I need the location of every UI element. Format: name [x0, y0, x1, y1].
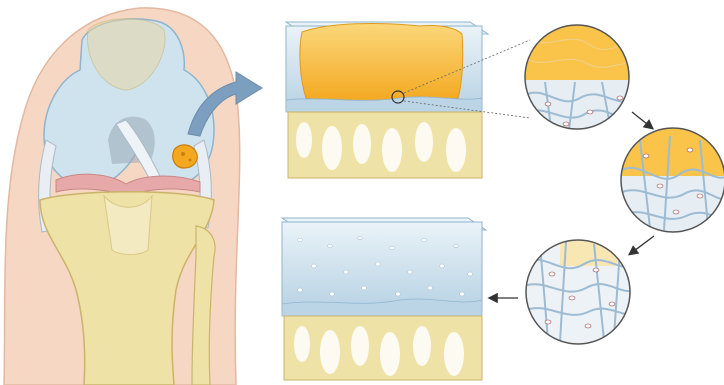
zoom-circle-2 [616, 124, 724, 236]
knee-illustration [4, 8, 240, 385]
arrow-step-2 [630, 236, 654, 254]
defect-block [286, 22, 488, 178]
arrow-step-1 [632, 112, 652, 128]
repaired-block [282, 218, 486, 380]
gel-fill [300, 24, 463, 104]
zoom-circle-1 [520, 20, 640, 140]
cartilage-defect [173, 145, 198, 168]
zoom-circle-3 [520, 236, 640, 348]
